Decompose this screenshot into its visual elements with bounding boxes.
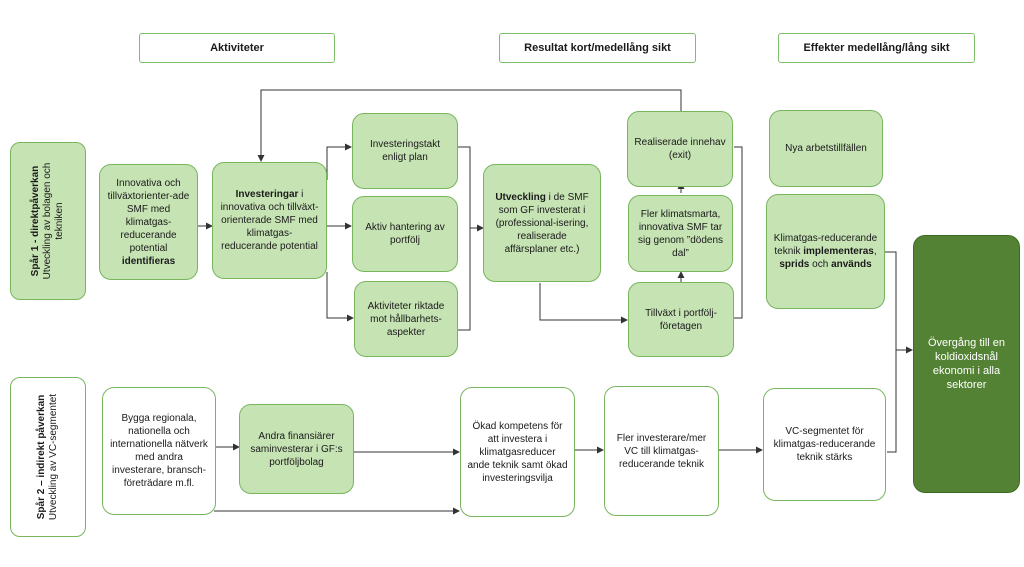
node-moreinv: Fler investerare/mer VC till klimatgas-r… <box>604 386 719 516</box>
node-investments: Investeringar i innovativa och tillväxt-… <box>212 162 327 279</box>
node-growth-text: Tillväxt i portfölj-företagen <box>645 307 717 332</box>
header-activities: Aktiviteter <box>139 33 335 63</box>
node-sustain-text: Aktiviteter riktade mot hållbarhets-aspe… <box>367 300 445 338</box>
node-networks: Bygga regionala, nationella och internat… <box>102 387 216 515</box>
header-effects: Effekter medellång/lång sikt <box>778 33 975 63</box>
node-tech-used: används <box>831 259 872 270</box>
node-coinvest: Andra finansiärer saminvesterar i GF:s p… <box>239 404 354 494</box>
node-pace-text: Investeringstakt enligt plan <box>369 139 441 163</box>
node-jobs: Nya arbetstillfällen <box>769 110 883 187</box>
node-competence-text: Ökad kompetens för att investera i klima… <box>467 420 568 484</box>
node-tech-text: Klimatgas-reducerande teknik <box>773 233 878 257</box>
track-2-label: Spår 2 – indirekt påverkan Utveckling av… <box>10 377 86 537</box>
node-sustain: Aktiviteter riktade mot hållbarhets-aspe… <box>354 281 458 357</box>
node-tech-implement: implementeras <box>803 246 874 257</box>
node-identify-text: Innovativa och tillväxtorienter-ade SMF … <box>107 177 190 254</box>
node-vcseg-text: VC-segmentet för klimatgas-reducerande t… <box>773 426 876 463</box>
node-competence: Ökad kompetens för att investera i klima… <box>460 387 575 517</box>
node-exit-text: Realiserade innehav (exit) <box>634 137 726 161</box>
node-development-text: i de SMF som GF investerat i (profession… <box>495 191 589 255</box>
node-moreinv-text: Fler investerare/mer VC till klimatgas-r… <box>616 432 707 470</box>
node-portfolio: Aktiv hantering av portfölj <box>352 196 458 272</box>
node-tech-sep2: och <box>809 259 832 270</box>
node-networks-text: Bygga regionala, nationella och internat… <box>110 413 208 489</box>
node-investments-bold: Investeringar <box>235 189 299 200</box>
node-valley-text: Fler klimatsmarta, innovativa SMF tar si… <box>637 208 724 259</box>
node-valley: Fler klimatsmarta, innovativa SMF tar si… <box>628 195 733 272</box>
node-jobs-text: Nya arbetstillfällen <box>785 143 867 154</box>
node-coinvest-text: Andra finansiärer saminvesterar i GF:s p… <box>250 430 343 468</box>
node-vcseg: VC-segmentet för klimatgas-reducerande t… <box>763 388 886 501</box>
node-transition-text: Övergång till en koldioxidsnål ekonomi i… <box>927 337 1006 391</box>
node-pace: Investeringstakt enligt plan <box>352 113 458 189</box>
node-tech-sep1: , <box>873 246 877 257</box>
node-tech: Klimatgas-reducerande teknik implementer… <box>766 194 885 309</box>
node-identify-bold: identifieras <box>121 255 176 267</box>
node-exit: Realiserade innehav (exit) <box>627 111 733 187</box>
node-development: Utveckling i de SMF som GF investerat i … <box>483 164 601 282</box>
node-growth: Tillväxt i portfölj-företagen <box>628 282 734 357</box>
node-tech-spread: sprids <box>779 259 810 270</box>
node-transition: Övergång till en koldioxidsnål ekonomi i… <box>913 235 1020 493</box>
node-portfolio-text: Aktiv hantering av portfölj <box>365 222 445 246</box>
track-1-label: Spår 1 - direktpåverkan Utveckling av bo… <box>10 142 86 300</box>
node-investments-text: i innovativa och tillväxt-orienterade SM… <box>220 189 319 252</box>
node-identify: Innovativa och tillväxtorienter-ade SMF … <box>99 164 198 280</box>
node-development-bold: Utveckling <box>495 191 546 203</box>
header-results: Resultat kort/medellång sikt <box>499 33 696 63</box>
